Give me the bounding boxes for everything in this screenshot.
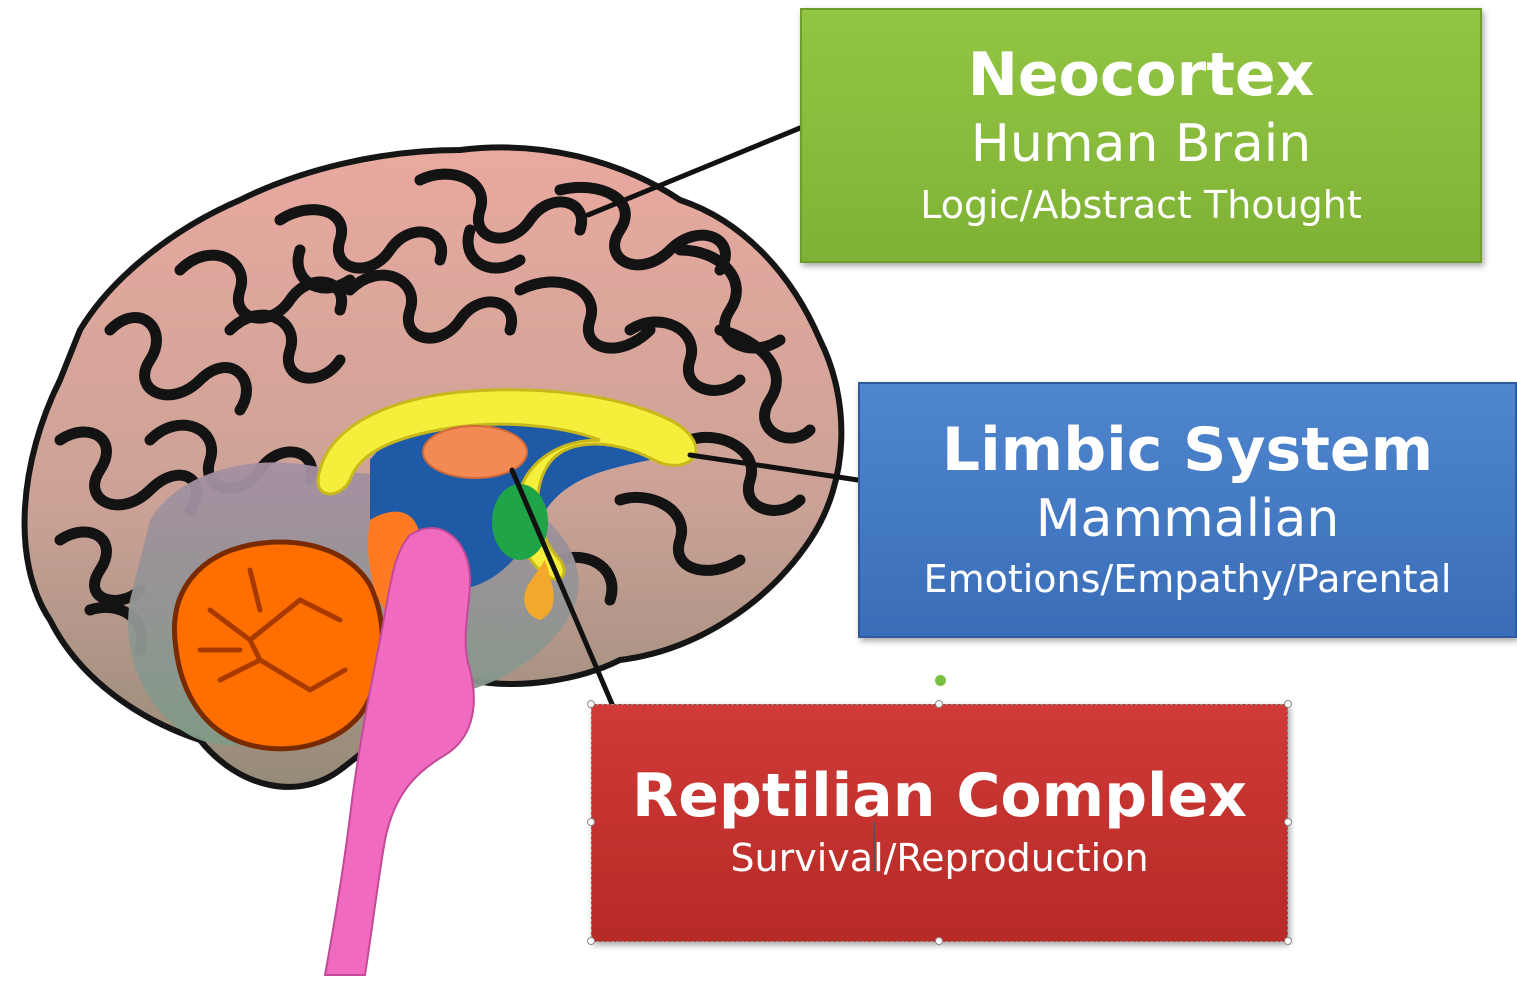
- reptilian-description[interactable]: Survival/Reproduction: [730, 832, 1148, 885]
- neocortex-box: Neocortex Human Brain Logic/Abstract Tho…: [800, 8, 1482, 263]
- amygdala: [492, 484, 548, 560]
- resize-handle-left[interactable]: [587, 818, 595, 826]
- resize-handle-top-right[interactable]: [1284, 700, 1292, 708]
- resize-handle-top[interactable]: [935, 700, 943, 708]
- limbic-subtitle: Mammalian: [1036, 486, 1340, 554]
- limbic-title: Limbic System: [942, 414, 1433, 486]
- text-cursor: [873, 822, 875, 872]
- limbic-system-box: Limbic System Mammalian Emotions/Empathy…: [858, 382, 1517, 638]
- resize-handle-bottom-left[interactable]: [587, 937, 595, 945]
- resize-handle-bottom[interactable]: [935, 937, 943, 945]
- neocortex-subtitle: Human Brain: [971, 111, 1311, 179]
- neocortex-title: Neocortex: [968, 39, 1315, 111]
- rotate-handle[interactable]: [935, 675, 946, 686]
- reptilian-complex-box[interactable]: Reptilian Complex Survival/Reproduction: [591, 704, 1288, 942]
- limbic-description: Emotions/Empathy/Parental: [924, 553, 1452, 606]
- resize-handle-right[interactable]: [1284, 818, 1292, 826]
- resize-handle-top-left[interactable]: [587, 700, 595, 708]
- resize-handle-bottom-right[interactable]: [1284, 937, 1292, 945]
- neocortex-description: Logic/Abstract Thought: [920, 179, 1361, 232]
- cerebellum: [174, 542, 382, 749]
- reptilian-title: Reptilian Complex: [632, 760, 1247, 832]
